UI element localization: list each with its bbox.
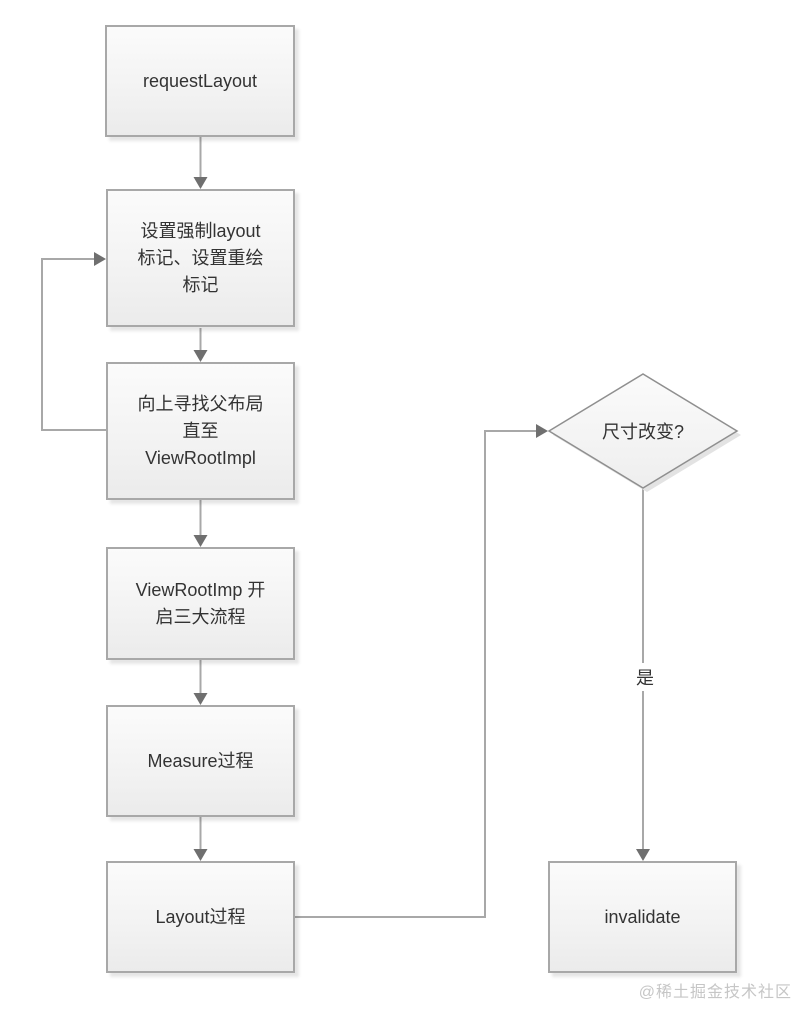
node-set-flags: 设置强制layout 标记、设置重绘 标记 [106, 189, 295, 327]
node-find-parent-label: 向上寻找父布局 直至 ViewRootImpl [137, 393, 264, 468]
node-find-parent: 向上寻找父布局 直至 ViewRootImpl [106, 362, 295, 500]
arrowhead-down-layout [193, 849, 208, 861]
node-layout-label: Layout过程 [155, 906, 246, 927]
arrowhead-down-measure [193, 693, 208, 705]
arrowhead-down-findparent [193, 350, 208, 362]
node-measure-label: Measure过程 [147, 750, 254, 771]
arrowhead-right-decision [536, 424, 548, 438]
node-set-flags-label: 设置强制layout 标记、设置重绘 标记 [137, 220, 264, 295]
watermark-text: @稀土掘金技术社区 [638, 984, 792, 1001]
edge-label-yes-text: 是 [636, 668, 654, 688]
arrowhead-down-setflags [193, 177, 208, 189]
arrowhead-down-viewroot [193, 535, 208, 547]
connector-loopback-findparent-to-setflags [41, 258, 107, 431]
edge-label-yes: 是 [629, 663, 661, 691]
decision-diamond [547, 373, 739, 489]
node-layout: Layout过程 [106, 861, 295, 973]
node-measure: Measure过程 [106, 705, 295, 817]
arrowhead-down-invalidate [636, 849, 650, 861]
node-invalidate: invalidate [548, 861, 737, 973]
node-viewroot-three-flows-label: ViewRootImp 开 启三大流程 [135, 579, 266, 627]
node-invalidate-label: invalidate [604, 906, 681, 927]
node-viewroot-three-flows: ViewRootImp 开 启三大流程 [106, 547, 295, 660]
arrowhead-right-loopback [94, 252, 106, 266]
connector-layout-to-decision [295, 430, 537, 918]
node-request-layout-label: requestLayout [142, 70, 258, 91]
node-request-layout: requestLayout [105, 25, 295, 137]
arrowheads [94, 177, 650, 861]
connector-lines [41, 137, 644, 918]
decision-diamond-shape [547, 373, 741, 492]
